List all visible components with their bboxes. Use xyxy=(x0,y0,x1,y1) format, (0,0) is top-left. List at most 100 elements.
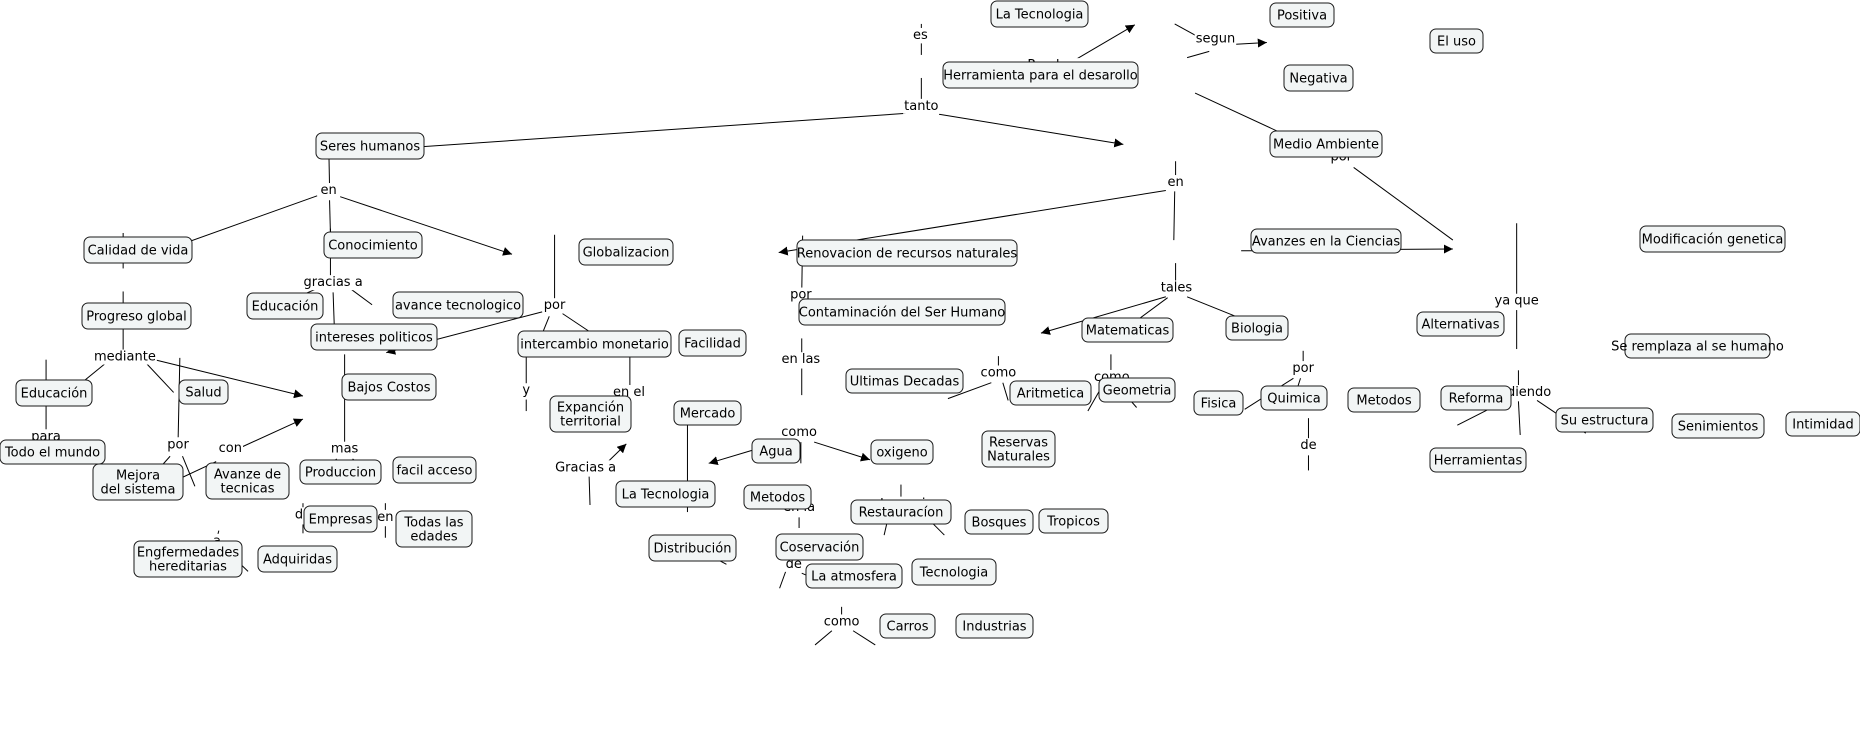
concept-avance-tec[interactable]: avance tecnologico xyxy=(392,291,524,319)
concept-contaminacion[interactable]: Contaminación del Ser Humano xyxy=(798,298,1006,326)
concept-el-uso[interactable]: El uso xyxy=(1429,28,1484,54)
concept-intereses[interactable]: intereses politicos xyxy=(310,323,438,351)
concept-la-tecnologia2[interactable]: La Tecnologia xyxy=(615,480,716,508)
concept-box[interactable] xyxy=(678,329,747,357)
concept-box[interactable] xyxy=(205,462,290,500)
concept-matematicas[interactable]: Matematicas xyxy=(1081,317,1174,343)
concept-box[interactable] xyxy=(743,484,812,510)
concept-ultimas[interactable]: Ultimas Decadas xyxy=(845,368,964,394)
concept-empresas[interactable]: Empresas xyxy=(303,505,378,533)
concept-box[interactable] xyxy=(246,292,324,320)
concept-educacion-prog[interactable]: Educación xyxy=(15,379,93,407)
concept-geometria[interactable]: Geometria xyxy=(1098,377,1176,403)
concept-box[interactable] xyxy=(299,459,382,485)
concept-box[interactable] xyxy=(1347,387,1421,413)
concept-box[interactable] xyxy=(178,379,229,405)
concept-intercambio[interactable]: intercambio monetario xyxy=(517,330,672,358)
concept-box[interactable] xyxy=(315,132,425,160)
concept-box[interactable] xyxy=(805,563,903,589)
concept-renovacion[interactable]: Renovacion de recursos naturales xyxy=(796,239,1018,267)
concept-box[interactable] xyxy=(92,463,184,501)
concept-box[interactable] xyxy=(1429,447,1527,473)
concept-intimidad[interactable]: Intimidad xyxy=(1785,411,1860,437)
concept-box[interactable] xyxy=(796,239,1018,267)
concept-se-remplaza[interactable]: Se remplaza al se humano xyxy=(1611,333,1784,359)
concept-positiva[interactable]: Positiva xyxy=(1269,2,1335,28)
concept-box[interactable] xyxy=(1260,385,1328,411)
concept-educacion-con[interactable]: Educación xyxy=(246,292,324,320)
concept-box[interactable] xyxy=(81,302,192,330)
concept-box[interactable] xyxy=(798,298,1006,326)
concept-box[interactable] xyxy=(850,499,952,525)
concept-box[interactable] xyxy=(911,558,997,586)
concept-facil-acceso[interactable]: facil acceso xyxy=(392,456,477,484)
concept-box[interactable] xyxy=(578,238,674,266)
concept-box[interactable] xyxy=(1671,413,1765,439)
concept-bosques[interactable]: Bosques xyxy=(964,509,1034,535)
concept-atmosfera[interactable]: La atmosfera xyxy=(805,563,903,589)
concept-agua[interactable]: Agua xyxy=(751,438,801,464)
concept-facilidad[interactable]: Facilidad xyxy=(678,329,747,357)
concept-negativa[interactable]: Negativa xyxy=(1283,64,1354,92)
concept-box[interactable] xyxy=(955,613,1034,639)
concept-box[interactable] xyxy=(1250,228,1402,254)
concept-box[interactable] xyxy=(323,231,423,259)
concept-oxigeno[interactable]: oxigeno xyxy=(870,439,934,465)
concept-tecnologia3[interactable]: Tecnologia xyxy=(911,558,997,586)
concept-box[interactable] xyxy=(964,509,1034,535)
concept-box[interactable] xyxy=(15,379,93,407)
concept-herramienta[interactable]: Herramienta para el desarollo xyxy=(942,61,1139,89)
concept-tropicos[interactable]: Tropicos xyxy=(1038,508,1109,534)
concept-calidad-vida[interactable]: Calidad de vida xyxy=(83,236,193,264)
concept-box[interactable] xyxy=(870,439,934,465)
concept-su-estructura[interactable]: Su estructura xyxy=(1555,407,1654,433)
concept-box[interactable] xyxy=(879,613,936,639)
concept-box[interactable] xyxy=(1624,333,1771,359)
concept-carros[interactable]: Carros xyxy=(879,613,936,639)
concept-la-tecnologia[interactable]: La Tecnologia xyxy=(990,0,1089,28)
concept-herramientas[interactable]: Herramientas xyxy=(1429,447,1527,473)
concept-box[interactable] xyxy=(517,330,672,358)
concept-box[interactable] xyxy=(751,438,801,464)
concept-box[interactable] xyxy=(1009,380,1092,406)
concept-box[interactable] xyxy=(1639,225,1786,253)
concept-quimica[interactable]: Quimica xyxy=(1260,385,1328,411)
concept-box[interactable] xyxy=(83,236,193,264)
concept-box[interactable] xyxy=(392,456,477,484)
concept-restauracion[interactable]: Restauracíon xyxy=(850,499,952,525)
concept-medio-ambiente[interactable]: Medio Ambiente xyxy=(1269,130,1383,158)
concept-conocimiento[interactable]: Conocimiento xyxy=(323,231,423,259)
concept-reforma[interactable]: Reforma xyxy=(1440,385,1512,411)
concept-box[interactable] xyxy=(395,510,473,548)
concept-box[interactable] xyxy=(1283,64,1354,92)
concept-bajos-costos[interactable]: Bajos Costos xyxy=(341,373,437,401)
concept-box[interactable] xyxy=(310,323,438,351)
concept-box[interactable] xyxy=(392,291,524,319)
concept-box[interactable] xyxy=(1081,317,1174,343)
concept-adquiridas[interactable]: Adquiridas xyxy=(257,545,338,573)
concept-metodos-alt[interactable]: Metodos xyxy=(1347,387,1421,413)
concept-box[interactable] xyxy=(775,533,864,561)
concept-box[interactable] xyxy=(1269,130,1383,158)
concept-fisica[interactable]: Fisica xyxy=(1193,390,1244,416)
concept-box[interactable] xyxy=(1416,311,1505,337)
concept-seres-humanos[interactable]: Seres humanos xyxy=(315,132,425,160)
concept-industrias[interactable]: Industrias xyxy=(955,613,1034,639)
concept-biologia[interactable]: Biologia xyxy=(1225,315,1289,341)
concept-metodos-agua[interactable]: Metodos xyxy=(743,484,812,510)
concept-distribucion[interactable]: Distribución xyxy=(648,534,737,562)
concept-box[interactable] xyxy=(549,395,632,433)
concept-box[interactable] xyxy=(981,430,1056,468)
concept-box[interactable] xyxy=(990,0,1089,28)
concept-modificacion[interactable]: Modificación genetica xyxy=(1639,225,1786,253)
concept-progreso-global[interactable]: Progreso global xyxy=(81,302,192,330)
concept-alternativas[interactable]: Alternativas xyxy=(1416,311,1505,337)
concept-box[interactable] xyxy=(845,368,964,394)
concept-box[interactable] xyxy=(257,545,338,573)
